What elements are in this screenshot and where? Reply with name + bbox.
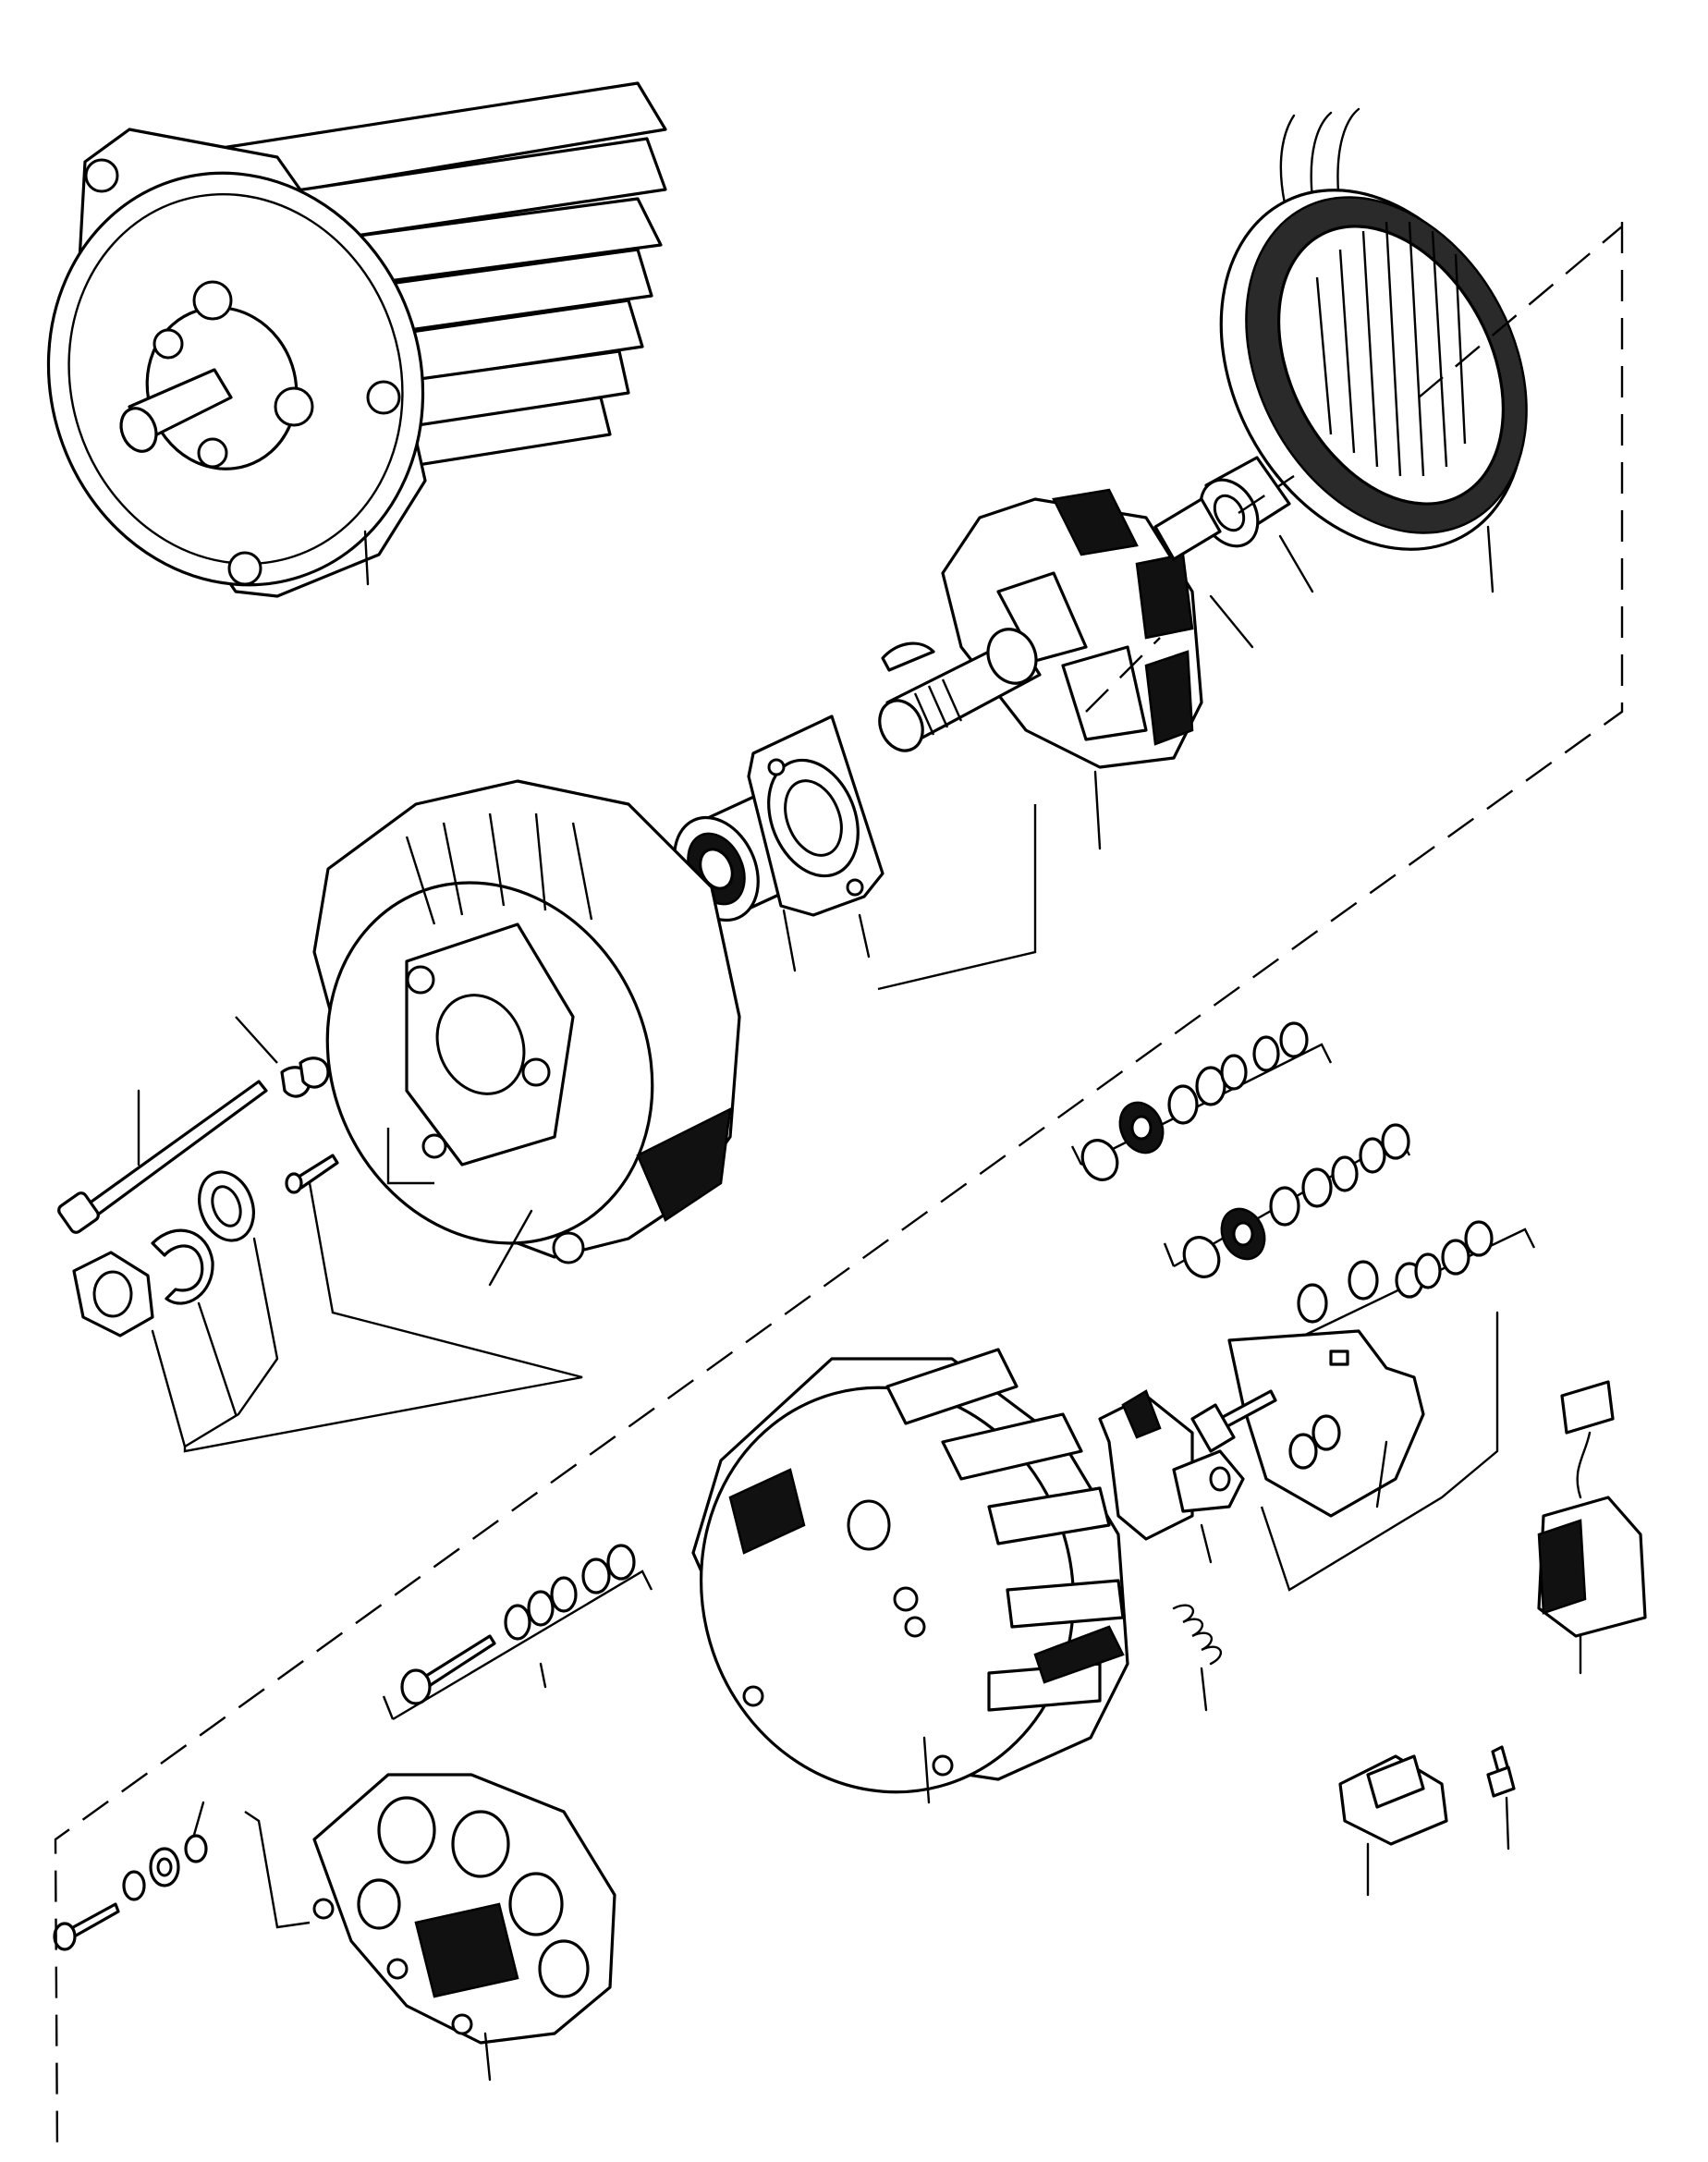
drive-end-housing-icon (312, 779, 741, 1287)
rotor-icon (878, 488, 1254, 850)
through-bolt-icon (57, 1080, 268, 1234)
rectifier-assembly-icon (312, 1773, 616, 2082)
stator-icon (1219, 107, 1528, 593)
rectifier-hardware-icon (53, 1801, 311, 1951)
spacer-icon (198, 1170, 279, 1361)
connector-plug-icon (1338, 1754, 1448, 1897)
terminal-hardware-set-icon (1070, 1021, 1536, 1453)
needle-bearing-icon (1199, 456, 1314, 593)
retainer-screw-icon (280, 1057, 339, 1194)
axis-dashed-line (54, 222, 1624, 2159)
voltage-regulator-icon (1537, 1380, 1647, 1675)
rectifier-screw-set-icon (382, 1544, 653, 1721)
axis-dashed-line (1418, 226, 1623, 398)
woodruff-key-icon (881, 641, 935, 672)
brush-spring-icon (1172, 1604, 1223, 1712)
slip-ring-end-housing-icon (691, 1348, 1129, 1804)
brush-holder-icon (1098, 1389, 1245, 1564)
pulley-nut-icon (72, 1251, 187, 1448)
bearing-retainer-plate-icon (747, 715, 884, 959)
spring-washer-icon (151, 1228, 238, 1416)
assembled-alternator-icon (46, 81, 667, 598)
axis-dashed-line (1238, 475, 1295, 514)
heat-sink-plate-icon (1190, 1329, 1498, 1592)
axis-dashed-line (1085, 637, 1161, 713)
terminal-clip-icon (1486, 1745, 1516, 1851)
